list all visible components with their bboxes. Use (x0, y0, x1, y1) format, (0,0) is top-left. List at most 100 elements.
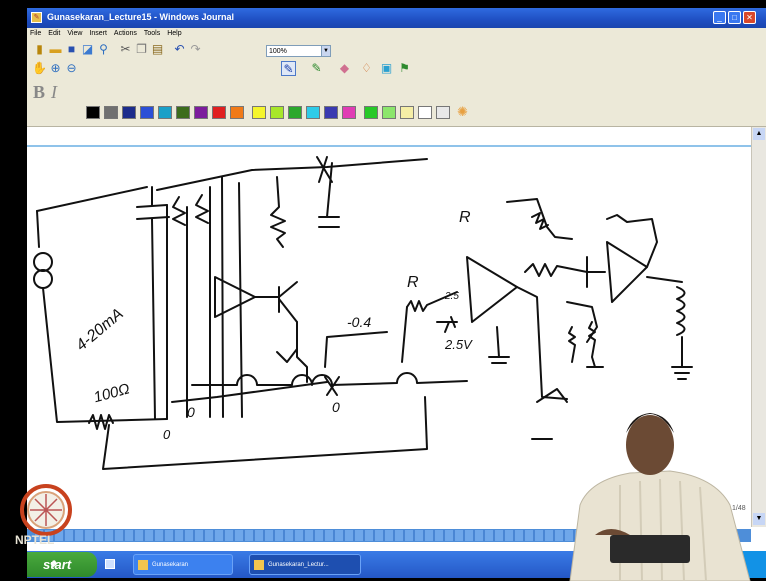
ink-plate (318, 216, 340, 228)
insert-space-icon[interactable]: ▣ (380, 61, 393, 75)
italic-icon[interactable]: I (51, 82, 57, 102)
color-swatch[interactable] (364, 106, 378, 119)
label-zero2: 0 (163, 427, 171, 442)
ink-wire (276, 348, 298, 363)
color-swatch[interactable] (212, 106, 226, 119)
label-zero3: 0 (332, 399, 340, 415)
presenter-hand (595, 529, 630, 535)
presenter-hair (626, 413, 674, 433)
color-swatch[interactable] (288, 106, 302, 119)
ink-resistor (588, 321, 596, 368)
color-swatch[interactable] (158, 106, 172, 119)
menu-actions[interactable]: Actions (113, 30, 137, 37)
vertical-scrollbar[interactable]: ▲ ▼ (751, 127, 766, 527)
pan-hand-icon[interactable]: ✋ (32, 61, 47, 75)
color-swatch[interactable] (418, 106, 432, 119)
rule-line (27, 146, 751, 147)
close-button[interactable]: ✕ (743, 11, 756, 24)
zoom-input[interactable]: 100% (266, 45, 322, 57)
label-r1: R (459, 209, 471, 226)
color-swatch[interactable] (382, 106, 396, 119)
flag-icon[interactable]: ⚑ (399, 61, 410, 75)
journal-icon (254, 560, 264, 570)
scroll-down-icon[interactable]: ▼ (753, 513, 765, 525)
color-swatch[interactable] (306, 106, 320, 119)
title-bar: ✎ Gunasekaran_Lecture15 - Windows Journa… (27, 8, 766, 28)
taskbar-item-folder[interactable]: Gunasekaran (133, 554, 233, 575)
menu-bar: File Edit View Insert Actions Tools Help (27, 28, 766, 40)
zoom-in-icon[interactable]: ⊕ (50, 61, 61, 75)
bold-icon[interactable]: B (33, 82, 46, 102)
ink-cross (316, 156, 333, 183)
color-swatch[interactable] (436, 106, 450, 119)
format-toolbar: B I (27, 82, 766, 102)
ink-wire (516, 286, 568, 400)
start-button[interactable]: ❖ start (27, 552, 97, 577)
label-neg-voltage: -0.4 (347, 314, 371, 330)
copy-icon[interactable]: ❐ (136, 42, 147, 56)
color-swatch[interactable] (104, 106, 118, 119)
nptel-watermark: NPTEL (15, 533, 55, 547)
color-swatch[interactable] (194, 106, 208, 119)
ink-resistor (270, 176, 286, 248)
label-current: 4-20mA (73, 305, 127, 354)
nptel-logo (20, 484, 72, 536)
rule-line (27, 145, 751, 146)
taskbar-item-journal[interactable]: Gunasekaran_Lectur... (249, 554, 361, 575)
journal-window: ✎ Gunasekaran_Lecture15 - Windows Journa… (27, 8, 766, 578)
save-icon[interactable]: ■ (67, 42, 76, 56)
color-swatch[interactable] (270, 106, 284, 119)
menu-help[interactable]: Help (167, 30, 182, 37)
taskbar-item-label: Gunasekaran_Lectur... (268, 562, 329, 568)
ink-opamp (606, 241, 648, 303)
highlighter-icon[interactable]: ✎ (311, 61, 322, 75)
redo-icon[interactable]: ↷ (190, 42, 201, 56)
label-r2: R (407, 274, 419, 291)
eraser-icon[interactable]: ◆ (339, 61, 350, 75)
presenter-face (626, 415, 674, 475)
cut-icon[interactable]: ✂ (120, 42, 131, 56)
scroll-thumb[interactable] (35, 530, 735, 541)
color-swatch[interactable] (86, 106, 100, 119)
color-swatch[interactable] (140, 106, 154, 119)
menu-file[interactable]: File (30, 30, 42, 37)
color-swatch[interactable] (252, 106, 266, 119)
paste-icon[interactable]: ▤ (151, 42, 164, 56)
lasso-icon[interactable]: ♢ (361, 61, 372, 75)
ink-opamp (214, 276, 256, 318)
zoom-out-icon[interactable]: ⊖ (66, 61, 77, 75)
undo-icon[interactable]: ↶ (174, 42, 185, 56)
handwritten-circuit: 4-20mA 100Ω R R -0.4 2.5V 2.5 0 0 0 (33, 156, 693, 470)
tablet-device (610, 535, 690, 563)
ink-resistor (531, 212, 549, 230)
new-note-icon[interactable]: ▮ (36, 42, 43, 56)
horizontal-scrollbar[interactable] (27, 529, 751, 542)
color-swatch[interactable] (176, 106, 190, 119)
menu-edit[interactable]: Edit (48, 30, 61, 37)
ink-wire (156, 158, 428, 191)
presenter-video (569, 413, 751, 581)
ink-resistor (406, 291, 458, 312)
menu-view[interactable]: View (67, 30, 83, 37)
color-swatch[interactable] (324, 106, 338, 119)
menu-insert[interactable]: Insert (89, 30, 107, 37)
ink-wire (102, 396, 428, 470)
color-swatch[interactable] (342, 106, 356, 119)
minimize-button[interactable]: _ (713, 11, 726, 24)
ink-wire (186, 186, 211, 418)
windows-flag-icon: ❖ (49, 559, 58, 569)
show-desktop-icon[interactable] (105, 559, 115, 569)
color-swatch[interactable] (122, 106, 136, 119)
menu-tools[interactable]: Tools (143, 30, 161, 37)
open-folder-icon[interactable]: ▬ (49, 42, 62, 56)
color-swatch[interactable] (400, 106, 414, 119)
color-picker-icon[interactable]: ✺ (457, 104, 468, 119)
maximize-button[interactable]: □ (728, 11, 741, 24)
zoom-dropdown-icon[interactable]: ▼ (321, 45, 331, 57)
ink-wire (450, 316, 456, 328)
pen-icon[interactable]: ✎ (281, 61, 296, 76)
color-swatch[interactable] (230, 106, 244, 119)
find-icon[interactable]: ⚲ (99, 42, 108, 56)
scroll-up-icon[interactable]: ▲ (753, 128, 765, 140)
send-icon[interactable]: ◪ (81, 42, 94, 56)
